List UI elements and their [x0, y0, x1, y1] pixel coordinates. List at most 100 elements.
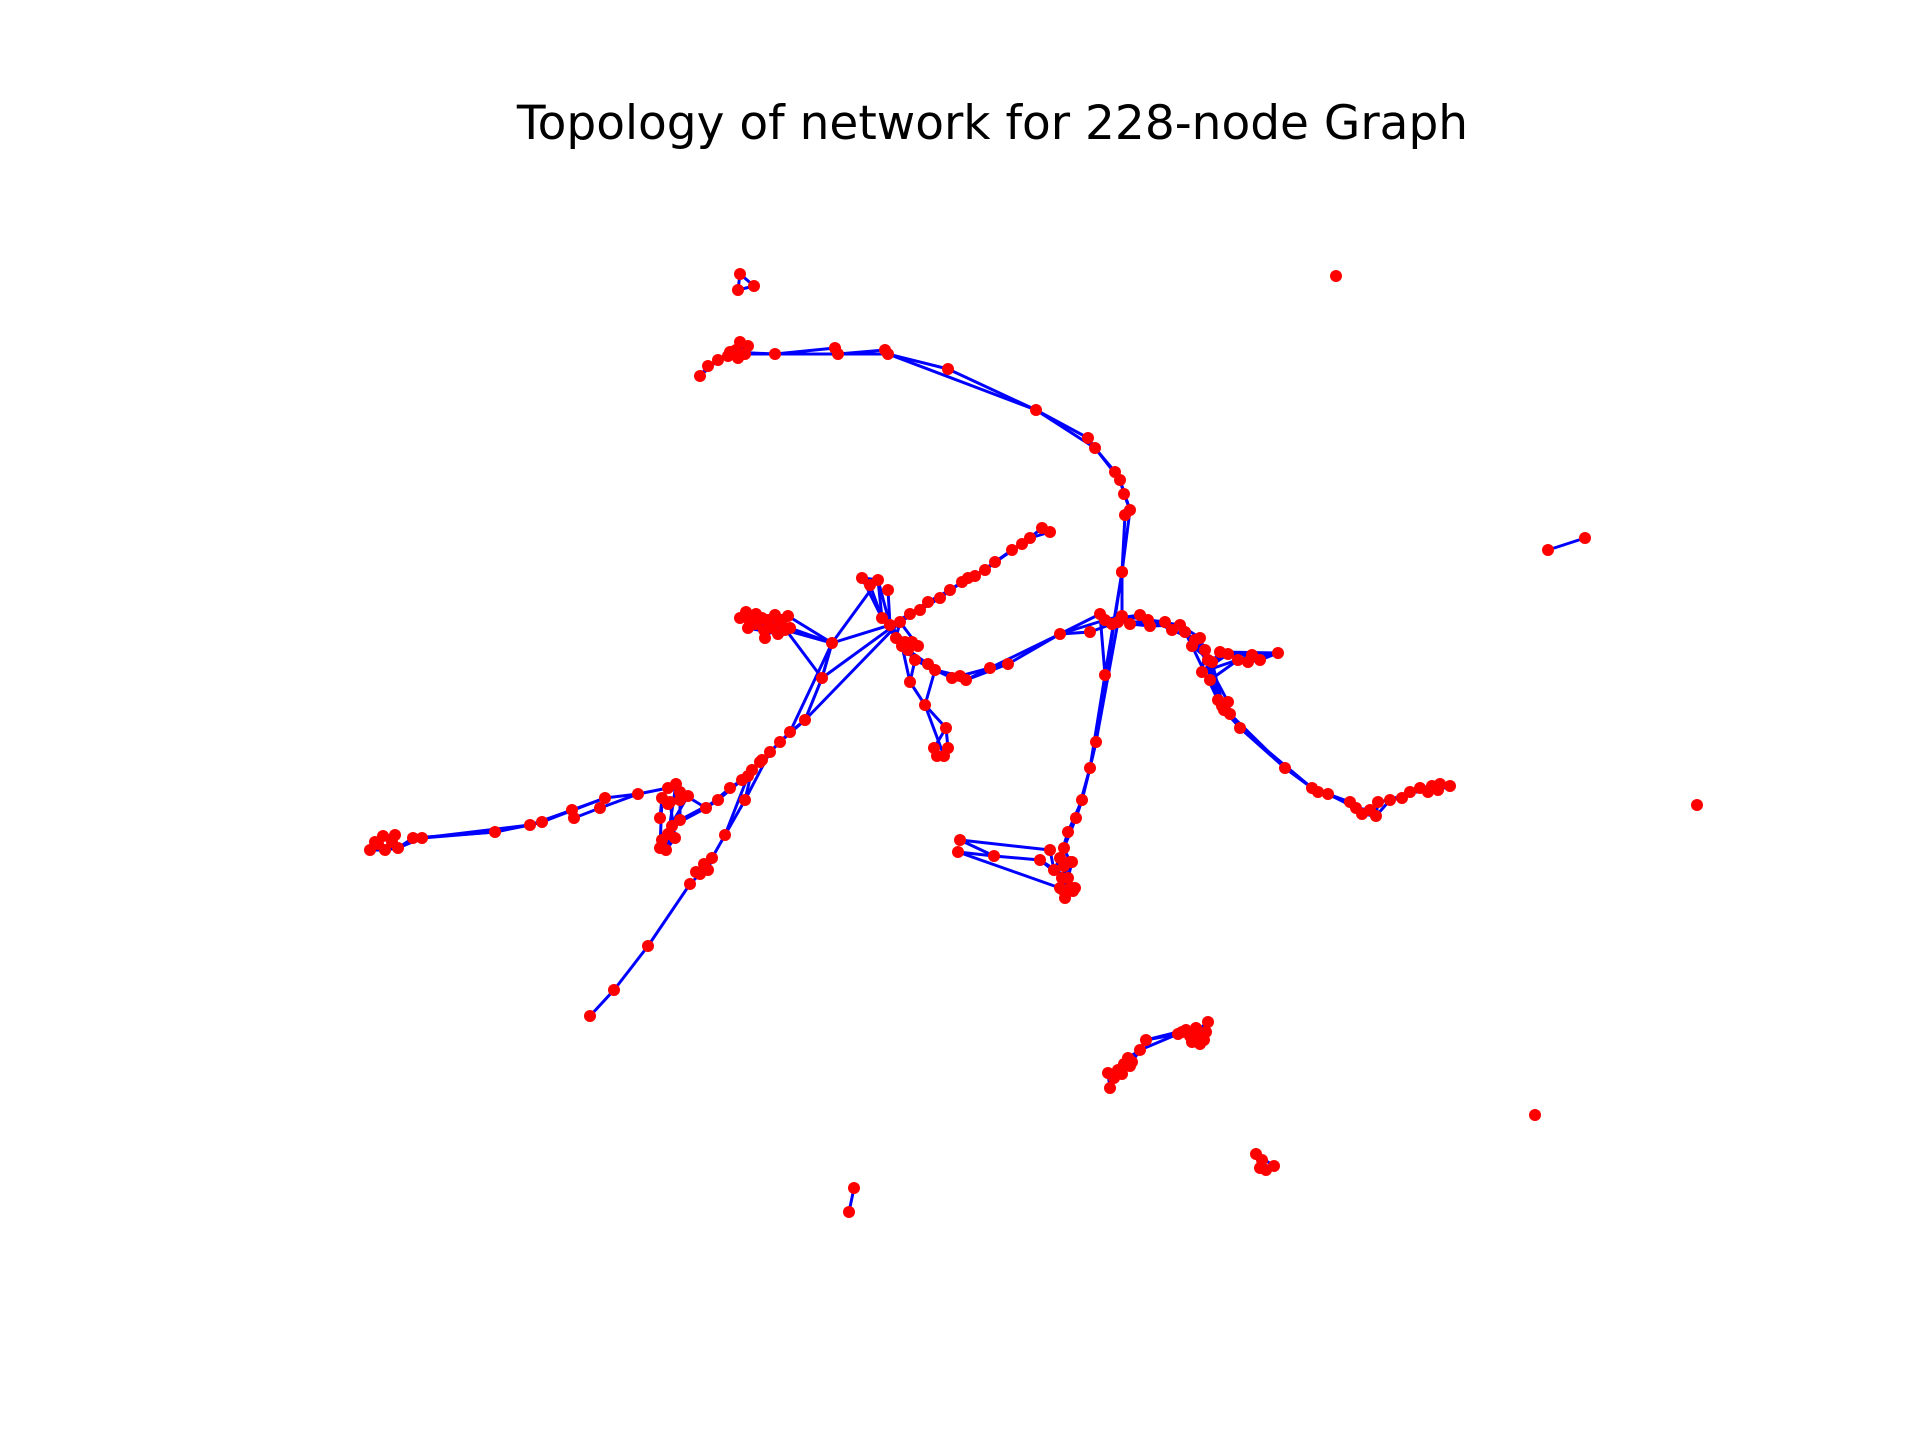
edge [1139, 1032, 1179, 1052]
node [946, 672, 958, 684]
node [1224, 708, 1236, 720]
node [389, 829, 401, 841]
node [1202, 1016, 1214, 1028]
node [1062, 826, 1074, 838]
node [734, 612, 746, 624]
node [1691, 799, 1703, 811]
node [732, 284, 744, 296]
node [1070, 812, 1082, 824]
node [1579, 532, 1591, 544]
edge [803, 677, 824, 721]
node [759, 632, 771, 644]
edge [679, 798, 719, 822]
node [764, 746, 776, 758]
node [364, 844, 376, 856]
node [769, 348, 781, 360]
node [584, 1010, 596, 1022]
node [1090, 736, 1102, 748]
node [784, 726, 796, 738]
node [1432, 784, 1444, 796]
node [1082, 432, 1094, 444]
node [1056, 872, 1068, 884]
node [1322, 788, 1334, 800]
node [952, 846, 964, 858]
node [712, 354, 724, 366]
node [1279, 762, 1291, 774]
node [989, 556, 1001, 568]
node [1404, 786, 1416, 798]
node [1044, 844, 1056, 856]
node [899, 636, 911, 648]
node [1204, 674, 1216, 686]
node [774, 736, 786, 748]
node [1084, 626, 1096, 638]
node [670, 778, 682, 790]
node [734, 268, 746, 280]
node [489, 826, 501, 838]
node [826, 637, 838, 649]
node [856, 572, 868, 584]
node [1529, 1109, 1541, 1121]
node [909, 654, 921, 666]
node [1272, 647, 1284, 659]
node [654, 812, 666, 824]
node [912, 640, 924, 652]
node [934, 592, 946, 604]
node [1076, 794, 1088, 806]
node [536, 816, 548, 828]
node [742, 622, 754, 634]
node [1179, 626, 1191, 638]
node [1194, 632, 1206, 644]
node [1176, 1026, 1188, 1038]
node [1372, 796, 1384, 808]
node [882, 348, 894, 360]
node [407, 832, 419, 844]
node [702, 360, 714, 372]
node [1384, 794, 1396, 806]
node [1234, 722, 1246, 734]
node [984, 662, 996, 674]
nodes [364, 268, 1703, 1218]
node [724, 782, 736, 794]
node [662, 798, 674, 810]
node [599, 792, 611, 804]
edge [876, 579, 892, 626]
node [1140, 1034, 1152, 1046]
node [690, 866, 702, 878]
node [848, 1182, 860, 1194]
node [1444, 780, 1456, 792]
edge [612, 945, 650, 991]
node [724, 346, 736, 358]
node [890, 632, 902, 644]
edge [923, 669, 937, 706]
node [1106, 618, 1118, 630]
node [1024, 532, 1036, 544]
edges [368, 272, 1586, 1213]
node [772, 628, 784, 640]
node [698, 858, 710, 870]
edge [723, 775, 750, 836]
node [700, 802, 712, 814]
node [1119, 509, 1131, 521]
node [922, 658, 934, 670]
node [754, 756, 766, 768]
node [1124, 618, 1136, 630]
node [1044, 526, 1056, 538]
node [919, 699, 931, 711]
node [632, 788, 644, 800]
node [832, 348, 844, 360]
node [719, 829, 731, 841]
node [1057, 884, 1069, 896]
node [1254, 654, 1266, 666]
node [594, 802, 606, 814]
node [1006, 544, 1018, 556]
node [1089, 442, 1101, 454]
chart-title: Topology of network for 228-node Graph [516, 96, 1469, 151]
node [864, 579, 876, 591]
edge [1059, 618, 1106, 636]
node [1254, 1162, 1266, 1174]
node [1159, 616, 1171, 628]
edge [993, 854, 1041, 862]
node [1116, 1068, 1128, 1080]
